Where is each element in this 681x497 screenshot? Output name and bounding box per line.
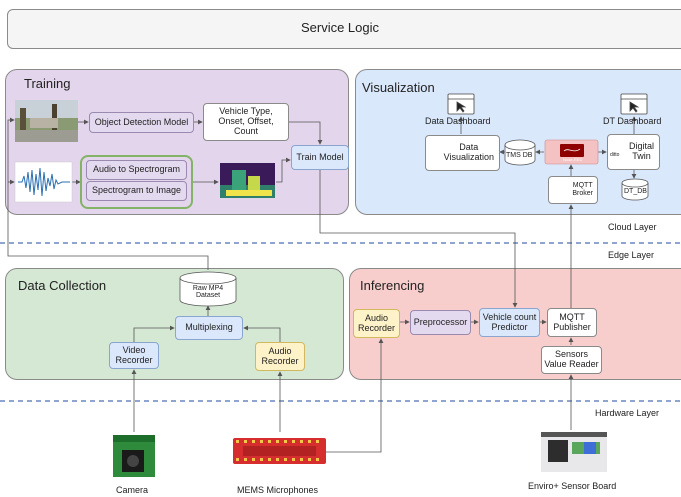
dataset-to-training-line [7, 117, 209, 270]
service-logic-label: Service Logic [300, 20, 380, 35]
train-to-predictor-line [319, 170, 518, 308]
camera-board [113, 435, 155, 477]
mems-label: MEMS Microphones [237, 485, 319, 495]
multiplexing-node: Multiplexing [175, 316, 243, 340]
audio-to-spectrogram-node: Audio to Spectrogram [86, 160, 187, 180]
mqtt-broker-label: MQTT Broker [572, 182, 593, 197]
spectrogram-image [220, 163, 275, 198]
edge-layer-label: Edge Layer [608, 250, 655, 260]
mqtt-publisher-node: MQTT Publisher [547, 308, 597, 337]
data-visualization-label: Data Visualization [443, 142, 494, 162]
preprocessor-node: Preprocessor [410, 310, 471, 335]
digital-twin-label: Digital Twin [628, 141, 654, 161]
cloud-layer-label: Cloud Layer [608, 222, 657, 232]
vehicle-info-node: Vehicle Type, Onset, Offset, Count [203, 103, 289, 141]
data-visualization-node: Data Visualization [425, 135, 500, 171]
spectrogram-group [80, 155, 193, 209]
dt-db-label: DT_DB [624, 188, 647, 195]
video-recorder-node: Video Recorder [109, 342, 159, 369]
tms-db-cylinder [504, 139, 536, 166]
visualization-title: Visualization [362, 80, 435, 95]
dt-dashboard-window-icon [620, 93, 648, 115]
tms-db-label: TMS DB [506, 152, 533, 159]
hardware-layer-label: Hardware Layer [595, 408, 660, 418]
mems-microphone-board [233, 438, 326, 464]
data-dashboard-window-icon [447, 93, 475, 115]
training-title: Training [24, 76, 71, 91]
video-to-multiplex-line [133, 325, 175, 342]
data-dashboard-label: Data Dashboard [425, 116, 491, 126]
dt-dashboard-label: DT Dashboard [603, 116, 662, 126]
ditto-label: ditto [610, 152, 620, 158]
spectrogram-to-image-node: Spectrogram to Image [86, 181, 187, 201]
digital-twin-node: Digital Twin [607, 134, 660, 170]
data-collection-title: Data Collection [18, 278, 107, 293]
dt-db-cylinder [621, 178, 649, 201]
camera-label: Camera [116, 485, 149, 495]
mqtt-broker-node: MQTT Broker [548, 176, 598, 204]
sensors-value-reader-node: Sensors Value Reader [541, 346, 602, 374]
spec-image-to-train-line [276, 157, 291, 183]
object-detection-node: Object Detection Model [89, 112, 194, 133]
vehicle-to-train-line [289, 121, 323, 145]
street-photo [15, 100, 78, 142]
raw-dataset-cylinder [179, 271, 237, 307]
train-model-node: Train Model [291, 145, 349, 170]
nodered-logo [544, 139, 599, 165]
enviro-label: Enviro+ Sensor Board [528, 481, 617, 491]
audio-waveform [14, 161, 73, 203]
service-logic-bar [7, 9, 681, 49]
inferencing-title: Inferencing [360, 278, 425, 293]
inf-audio-recorder-node: Audio Recorder [353, 309, 400, 338]
vehicle-count-predictor-node: Vehicle count Predictor [479, 308, 540, 337]
raw-dataset-label: Raw MP4 Dataset [192, 285, 224, 299]
nodered-label: Node-RED [563, 157, 583, 162]
data-audio-recorder-node: Audio Recorder [255, 342, 305, 371]
enviro-sensor-board [541, 432, 607, 472]
audio-to-multiplex-line [243, 325, 281, 342]
